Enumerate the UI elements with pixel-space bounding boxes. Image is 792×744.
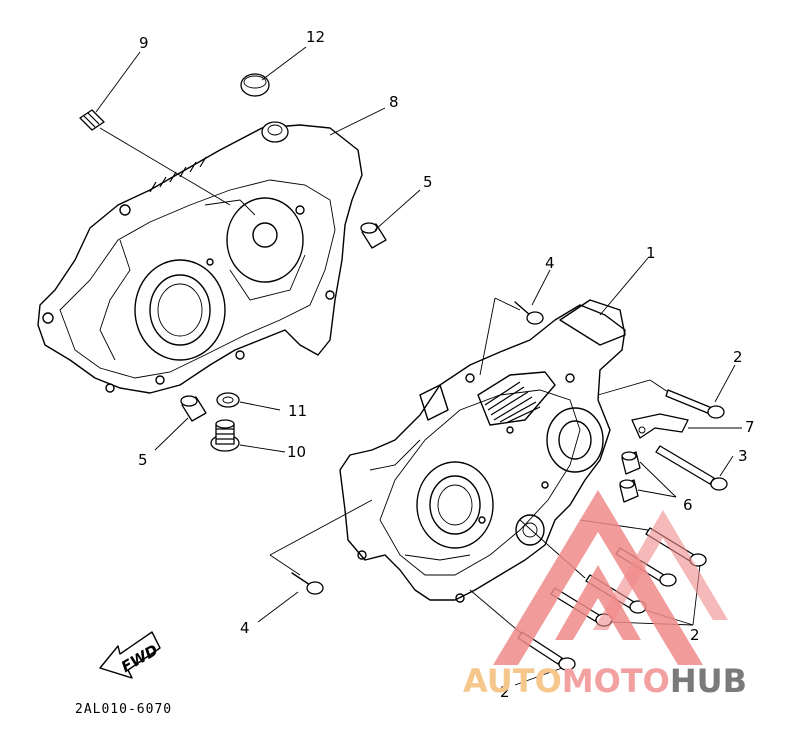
callout-5-lower: 5 (138, 451, 148, 469)
callout-6: 6 (683, 496, 693, 514)
watermark-hub: HUB (669, 662, 748, 700)
watermark-triangle-icon (493, 490, 728, 665)
callout-9: 9 (139, 34, 149, 52)
left-crankcase-half (37, 121, 363, 394)
part-9-fitting (79, 109, 105, 131)
part-5-dowel-upper (360, 222, 387, 249)
part-6-dowels (619, 451, 641, 503)
fwd-label: FWD (118, 641, 161, 676)
watermark-logo: AUTOMOTOHUB (463, 470, 792, 700)
callout-labels: 9 12 8 5 5 11 10 4 1 2 7 3 6 2 2 4 (138, 28, 755, 701)
callout-12: 12 (306, 28, 325, 46)
fwd-arrow: FWD (99, 631, 161, 679)
part-11-washer (216, 392, 240, 408)
callout-5-upper: 5 (423, 173, 433, 191)
part-7-clamp (631, 413, 689, 439)
callout-2-bottom: 2 (500, 683, 510, 701)
watermark-moto: MOTO (561, 662, 670, 700)
callout-1: 1 (646, 244, 656, 262)
diagram-code: 2AL010-6070 (75, 702, 172, 717)
callout-3: 3 (738, 447, 748, 465)
callout-7: 7 (745, 418, 755, 436)
part-4-bolt-lower (291, 572, 324, 595)
part-5-dowel-lower (180, 395, 207, 422)
callout-4-upper: 4 (545, 254, 555, 272)
right-crankcase-half (339, 299, 626, 603)
callout-8: 8 (389, 93, 399, 111)
callout-10: 10 (287, 443, 306, 461)
leader-lines (95, 46, 742, 686)
callout-2-mid: 2 (690, 626, 700, 644)
watermark-text: AUTOMOTOHUB (463, 662, 747, 700)
callout-11: 11 (288, 402, 307, 420)
part-4-bolt-upper (514, 301, 544, 325)
watermark-auto: AUTO (463, 662, 562, 700)
part-12-plug (240, 73, 270, 97)
callout-4-lower: 4 (240, 619, 250, 637)
part-3-bolt (655, 445, 728, 491)
part-10-drain-bolt (210, 419, 240, 452)
callout-2-top: 2 (733, 348, 743, 366)
